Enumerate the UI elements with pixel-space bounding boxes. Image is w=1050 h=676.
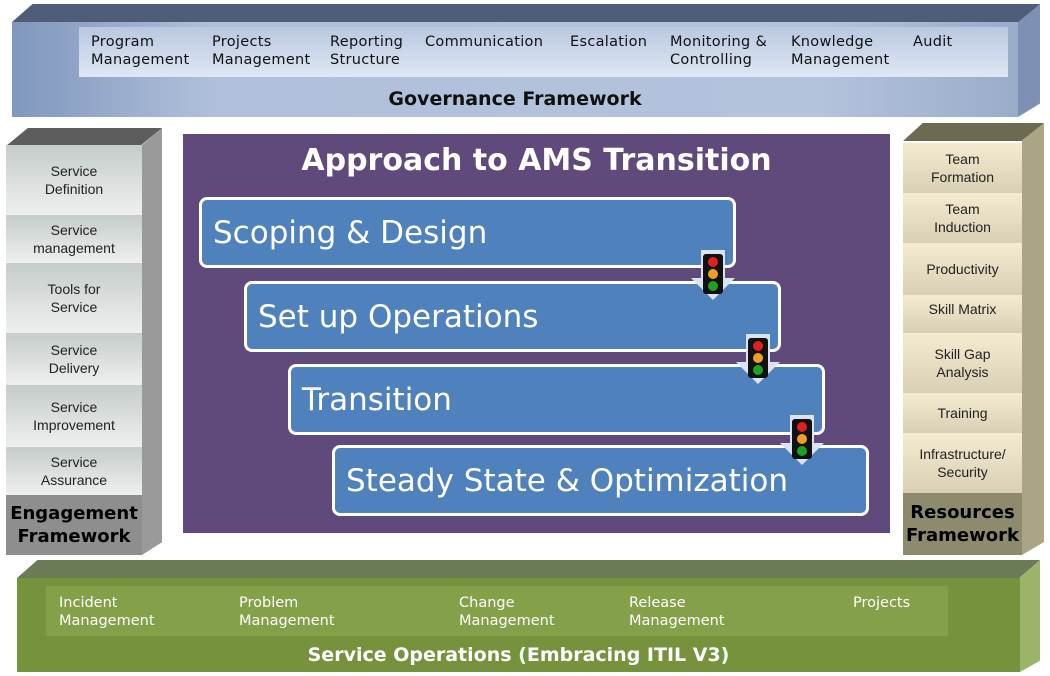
engagement-item: Tools for Service [6,263,142,333]
engagement-item: Service Assurance [6,447,142,495]
engagement-column-top [6,128,162,146]
step-setup-operations: Set up Operations [244,281,781,352]
governance-item: Escalation [570,34,648,50]
traffic-light-icon [780,415,824,465]
resources-item: Team Formation [903,143,1022,193]
step-transition: Transition [288,364,825,435]
governance-item: Monitoring & Controlling [670,34,768,68]
operations-item: Release Management [629,595,725,629]
operations-item: Problem Management [239,595,335,629]
engagement-column-side [142,128,162,555]
traffic-light-icon [691,250,735,300]
governance-bar-side [1018,4,1040,117]
engagement-item: Service Delivery [6,333,142,385]
approach-title: Approach to AMS Transition [301,143,772,178]
governance-bar-top [12,4,1040,22]
engagement-title: Engagement Framework [6,495,142,555]
governance-item: Knowledge Management [791,34,890,68]
operations-item: Change Management [459,595,555,629]
resources-item: Skill Matrix [903,295,1022,333]
resources-title: Resources Framework [903,493,1022,555]
resources-item: Training [903,393,1022,433]
operations-bar-top [17,560,1040,578]
engagement-item: Service Improvement [6,385,142,447]
governance-item: Program Management [91,34,190,68]
operations-item: Projects [853,595,911,611]
governance-item: Communication [425,34,544,50]
governance-item: Audit [913,34,953,50]
operations-item: Incident Management [59,595,155,629]
engagement-item: Service Definition [6,145,142,215]
governance-title: Governance Framework [388,88,642,110]
operations-bar-side [1020,560,1040,672]
governance-items: Program Management Projects Management R… [79,27,1008,77]
resources-column-top [903,123,1044,141]
step-steady-state: Steady State & Optimization [332,445,869,516]
resources-item: Team Induction [903,193,1022,243]
governance-item: Projects Management [212,34,311,68]
operations-items [46,586,948,636]
resources-column-side [1022,123,1044,555]
resources-item: Infrastructure/ Security [903,433,1022,493]
step-scoping-design: Scoping & Design [199,197,736,268]
resources-item: Skill Gap Analysis [903,333,1022,393]
traffic-light-icon [736,334,780,384]
resources-item: Productivity [903,243,1022,295]
engagement-item: Service management [6,215,142,263]
operations-title: Service Operations (Embracing ITIL V3) [307,644,730,666]
governance-item: Reporting Structure [330,34,404,68]
